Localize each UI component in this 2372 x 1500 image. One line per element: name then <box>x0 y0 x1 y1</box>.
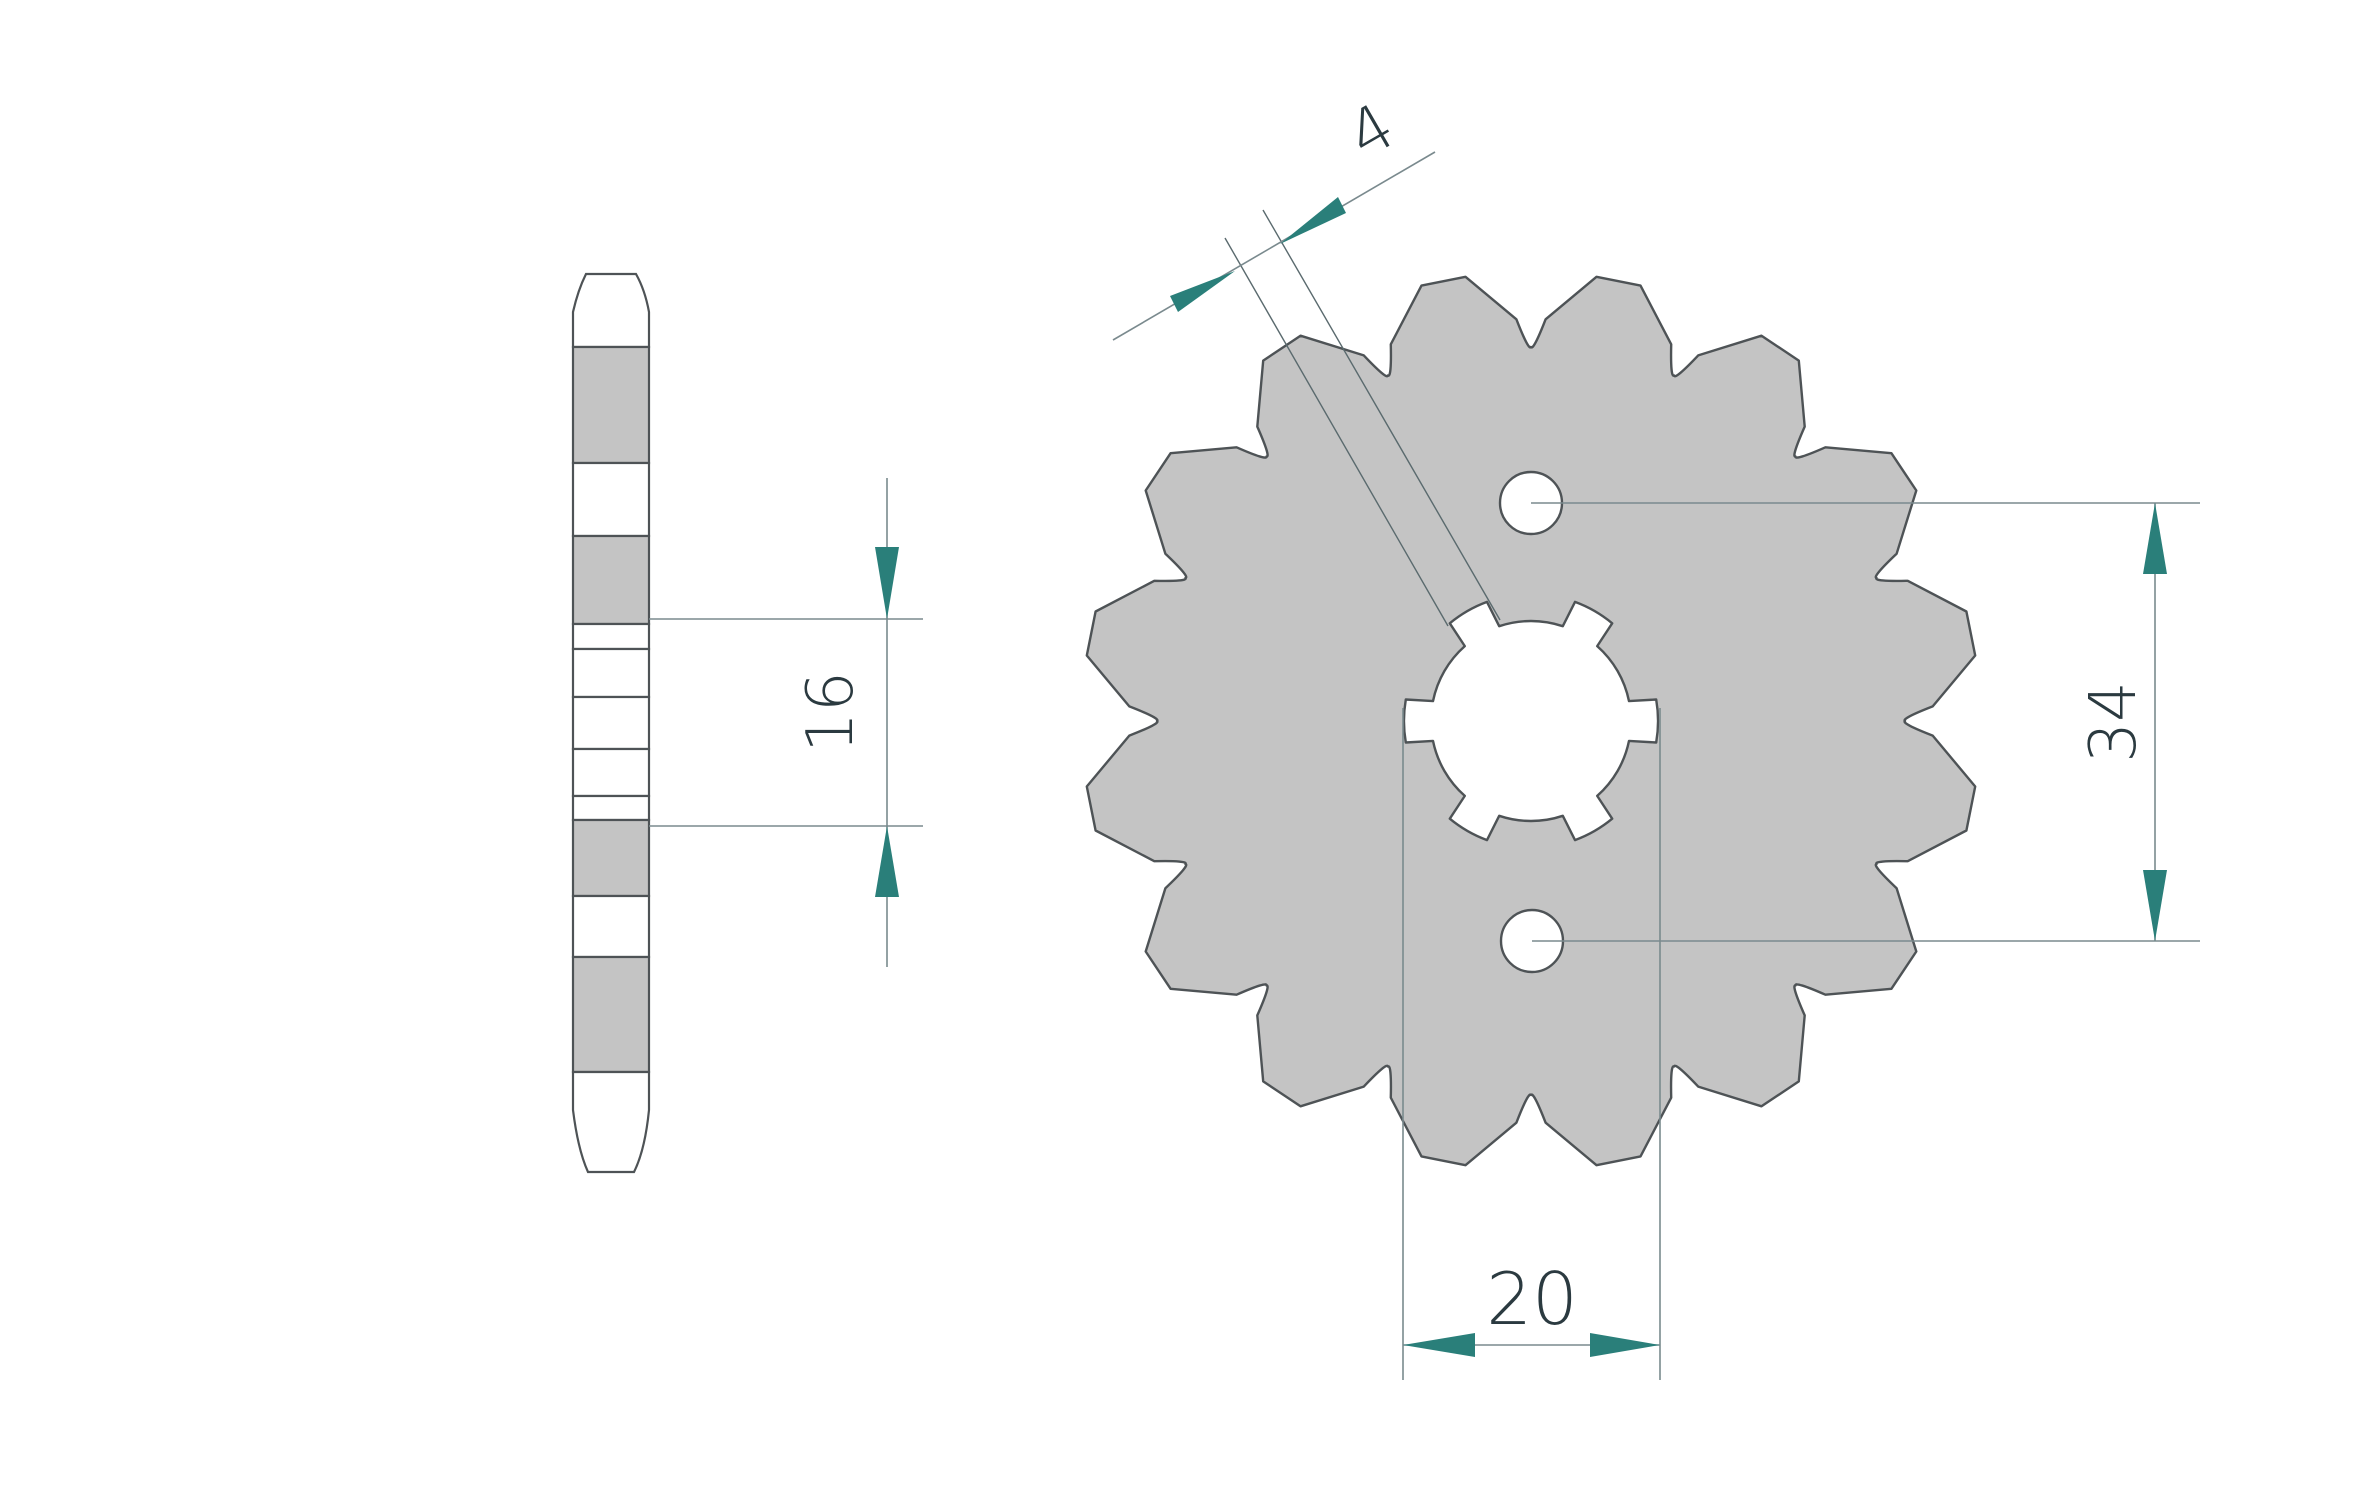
dimension-spline-width: 20 <box>1402 708 1661 1380</box>
dimension-bolt-spacing: 34 <box>1531 502 2200 942</box>
side-view-band <box>571 794 651 822</box>
side-view-band <box>571 747 651 798</box>
arrow-up-icon <box>875 826 899 897</box>
side-view-band <box>571 622 651 651</box>
side-view-band <box>571 955 651 1074</box>
sprocket-front-view <box>1085 275 1977 1167</box>
dimension-label-spline-width: 20 <box>1486 1257 1578 1341</box>
dimension-thickness: 16 <box>649 478 923 967</box>
arrow-down-icon <box>2143 870 2167 941</box>
side-view <box>571 272 651 1174</box>
arrow-left-icon <box>1403 1333 1475 1357</box>
dimension-label-thickness: 16 <box>794 671 868 752</box>
side-view-bottom-cap <box>571 1070 651 1174</box>
arrow-up-icon <box>2143 503 2167 574</box>
sprocket-body <box>1085 275 1977 1167</box>
side-view-band <box>571 695 651 751</box>
side-view-band <box>571 894 651 959</box>
arrow-right-icon <box>1590 1333 1660 1357</box>
side-view-band <box>571 461 651 538</box>
arrow-right-icon <box>1170 271 1235 312</box>
side-view-band <box>571 647 651 699</box>
dimension-label-pitch-width: 4 <box>1335 90 1407 174</box>
side-view-band <box>571 534 651 626</box>
arrow-down-icon <box>875 547 899 619</box>
arrow-left-icon <box>1280 197 1346 244</box>
side-view-band <box>571 818 651 898</box>
side-view-top-cap <box>571 272 651 349</box>
side-view-band <box>571 345 651 465</box>
dimension-label-bolt-spacing: 34 <box>2077 681 2151 762</box>
